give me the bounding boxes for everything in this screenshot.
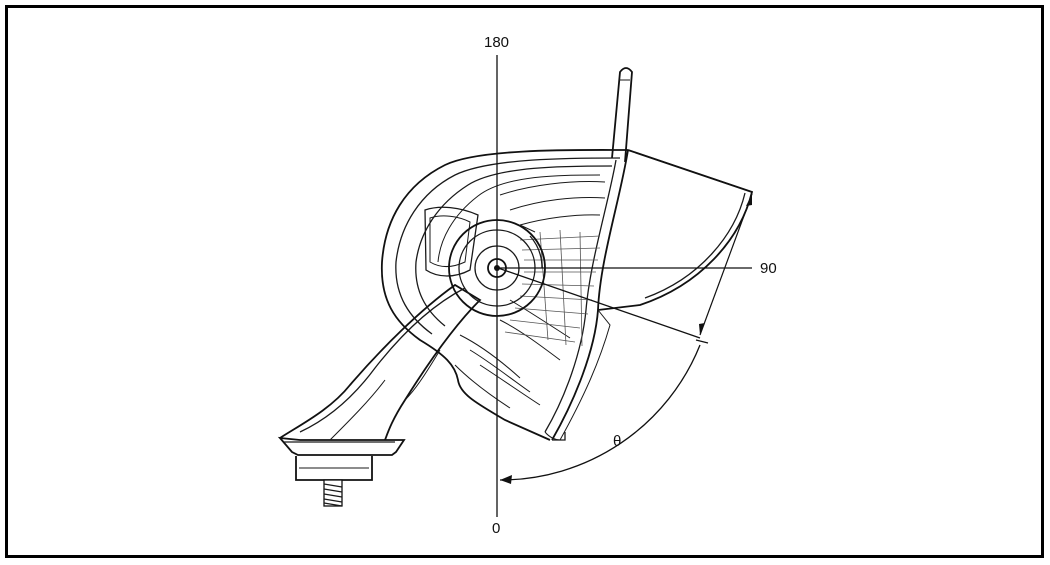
diagram-frame — [5, 5, 1044, 558]
threaded-stud — [323, 479, 343, 507]
label-theta: θ — [613, 433, 621, 450]
dimension-line — [695, 193, 753, 344]
mount-base — [277, 436, 406, 481]
grill-slats — [504, 229, 601, 347]
label-0: 0 — [492, 520, 500, 537]
support-arm — [279, 283, 482, 441]
label-90: 90 — [760, 260, 777, 277]
lens-edge-extension-line — [497, 267, 701, 339]
lamp-housing — [381, 149, 629, 441]
antenna-rod — [611, 67, 633, 163]
angle-arrowhead — [500, 475, 512, 484]
axis-lines — [496, 55, 753, 517]
angle-arc — [499, 344, 701, 484]
label-180: 180 — [484, 34, 509, 51]
